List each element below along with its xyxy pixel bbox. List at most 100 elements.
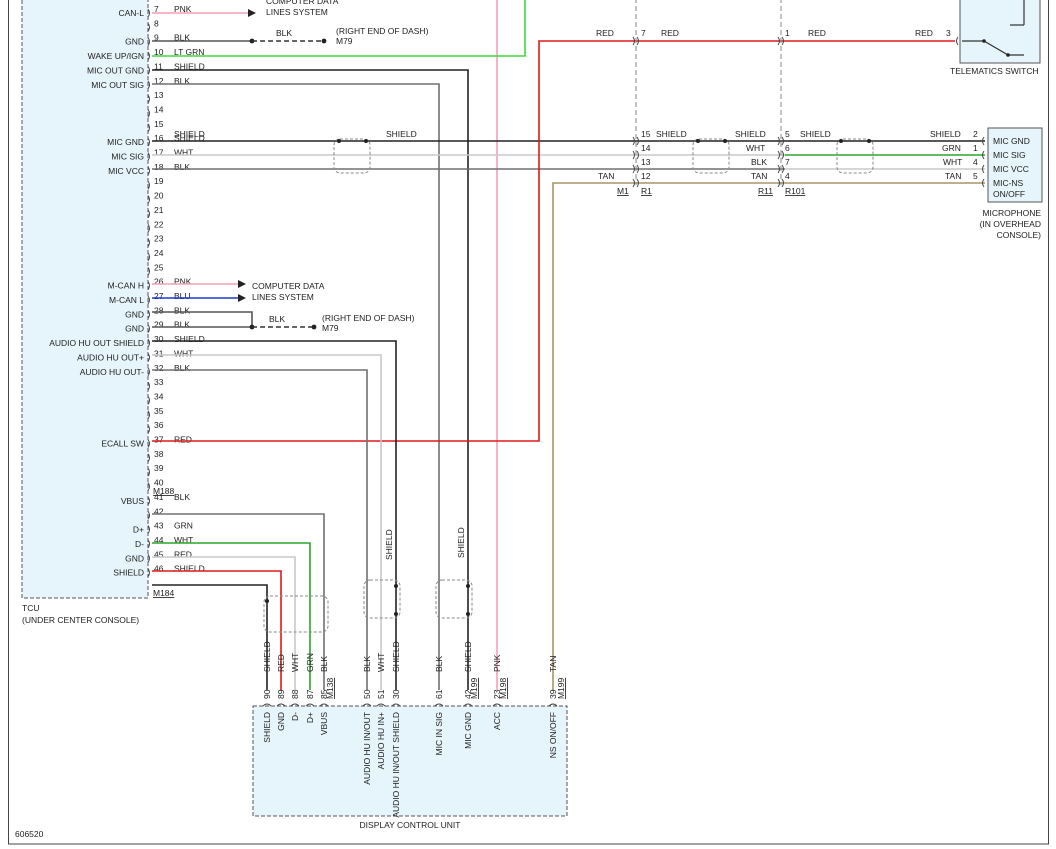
- tcu-pin-terminal: [147, 281, 150, 290]
- dcu-pin-number: 30: [391, 689, 401, 699]
- dcu-name: DISPLAY CONTROL UNIT: [360, 820, 461, 830]
- dcu-pin-number: 85: [319, 689, 329, 699]
- inline-r1: R1: [641, 186, 652, 196]
- dcu-pin-number: 61: [434, 689, 444, 699]
- ground-dot-top: [321, 38, 327, 44]
- mic-pin-vcc: MIC VCC: [993, 164, 1029, 174]
- svg-text:13: 13: [641, 157, 651, 167]
- dcu-pin-terminal: [290, 703, 300, 707]
- tcu-pin-number: 40: [154, 478, 164, 488]
- dcu-pin-terminal: [376, 703, 386, 707]
- tcu-pin-terminal: [147, 439, 150, 448]
- dcu-pin-number: 39: [548, 689, 558, 699]
- dcu-wire-color: BLK: [362, 656, 372, 672]
- tcu-pin-terminal: [147, 252, 150, 262]
- arrow-computer-data-2: [238, 294, 246, 302]
- computer-data-top-2: LINES SYSTEM: [266, 7, 328, 17]
- tcu-pin-terminal: [147, 8, 150, 18]
- dcu-pin-label: AUDIO HU IN+: [376, 712, 386, 769]
- svg-text:3: 3: [946, 28, 951, 38]
- dcu-pin-label: MIC IN SIG: [434, 712, 444, 755]
- tcu-pin-terminal: [147, 80, 150, 90]
- tcu-pin-number: 37: [154, 435, 164, 445]
- tcu-pin-terminal: [147, 109, 150, 118]
- svg-text:15: 15: [641, 129, 651, 139]
- tcu-pin-label: ECALL SW: [101, 439, 144, 449]
- tcu-pin-label: GND: [125, 553, 144, 563]
- mic-shield-label-a: SHIELD: [174, 129, 205, 139]
- dcu-conn-m138: M138: [325, 677, 335, 699]
- tcu-pin-terminal: [147, 209, 150, 219]
- dcu-pin-label: D-: [290, 712, 300, 721]
- tcu-pin-wire-color: WHT: [174, 535, 193, 545]
- tcu-pin-number: 28: [154, 305, 164, 315]
- dcu-pin-label: NS ON/OFF: [548, 712, 558, 758]
- svg-text:TAN: TAN: [751, 171, 767, 181]
- shield-dot-3: [696, 139, 700, 143]
- tcu-pin-wire-color: SHIELD: [174, 133, 205, 143]
- tcu-pin-number: 12: [154, 76, 164, 86]
- computer-data-mid-2: LINES SYSTEM: [252, 292, 314, 302]
- tcu-pin-number: 45: [154, 549, 164, 559]
- svg-text:SHIELD: SHIELD: [930, 129, 961, 139]
- shield-dot-1: [337, 139, 341, 143]
- inline-m1: M1: [617, 186, 629, 196]
- svg-text:1: 1: [785, 28, 790, 38]
- tcu-pin-number: 46: [154, 564, 164, 574]
- svg-text:SHIELD: SHIELD: [735, 129, 766, 139]
- dcu-pin-label: SHIELD: [262, 712, 272, 743]
- tcu-pin-terminal: [147, 267, 150, 276]
- svg-text:GRN: GRN: [942, 143, 961, 153]
- ground-wire-lower: BLK: [269, 314, 285, 324]
- ground-location-top: (RIGHT END OF DASH): [336, 26, 429, 36]
- mic-pin-gnd: MIC GND: [993, 136, 1030, 146]
- tcu-pin-terminal: [147, 539, 150, 549]
- ground-connector-top: M79: [336, 36, 353, 46]
- page-frame: [8, 0, 1049, 845]
- tcu-pin-terminal: [147, 496, 150, 506]
- tcu-pin-terminal: [147, 166, 150, 176]
- tcu-pin-terminal: [147, 338, 150, 348]
- tcu-pin-label: AUDIO HU OUT-: [80, 367, 144, 377]
- telematics-switch-contact2: [1006, 53, 1010, 57]
- tcu-pin-label: VBUS: [121, 496, 144, 506]
- dcu-pin-terminal: [391, 703, 401, 707]
- tcu-pin-terminal: [147, 381, 150, 391]
- tcu-pin-number: 18: [154, 162, 164, 172]
- tcu-pin-number: 35: [154, 406, 164, 416]
- tcu-pin-number: 29: [154, 320, 164, 330]
- dcu-pin-terminal: [434, 703, 444, 707]
- arrow-computer-data-top: [248, 9, 256, 17]
- shield-dot-5: [839, 139, 843, 143]
- wire-gnd-28: [152, 311, 253, 327]
- dcu-pin-list: SHIELD90SHIELDRED89GNDWHT88D-GRN87D+BLK8…: [262, 641, 558, 817]
- tcu-pin-number: 39: [154, 463, 164, 473]
- wire-mic-out-sig: [152, 83, 440, 690]
- svg-text:7: 7: [641, 28, 646, 38]
- dcu-wire-color: GRN: [305, 653, 315, 672]
- svg-text:TAN: TAN: [598, 171, 614, 181]
- shield-dot-usb: [265, 599, 269, 603]
- telematics-switch-label: TELEMATICS SWITCH: [950, 66, 1039, 76]
- tcu-pin-number: 30: [154, 334, 164, 344]
- tcu-pin-terminal: [147, 396, 150, 405]
- tcu-pin-terminal: [147, 410, 150, 420]
- wire-audio-plus: [152, 354, 382, 690]
- tcu-pin-number: 16: [154, 133, 164, 143]
- tcu-pin-label: SHIELD: [113, 568, 144, 578]
- tcu-pin-wire-color: WHT: [174, 348, 193, 358]
- dcu-pin-terminal: [492, 703, 502, 707]
- mic-shield-vertical-label: SHIELD: [456, 527, 466, 558]
- dcu-wire-color: PNK: [492, 654, 502, 672]
- svg-text:14: 14: [641, 143, 651, 153]
- tcu-pin-terminal: [147, 482, 150, 491]
- dcu-wire-color: SHIELD: [262, 641, 272, 672]
- tcu-pin-wire-color: BLU: [174, 291, 191, 301]
- svg-text:RED: RED: [808, 28, 826, 38]
- dcu-wire-color: BLK: [434, 656, 444, 672]
- tcu-pin-terminal: [147, 37, 150, 46]
- dcu-pin-terminal: [276, 703, 286, 707]
- tcu-pin-number: 32: [154, 363, 164, 373]
- wire-usb-gnd: [152, 570, 282, 690]
- dcu-wire-color: WHT: [290, 653, 300, 672]
